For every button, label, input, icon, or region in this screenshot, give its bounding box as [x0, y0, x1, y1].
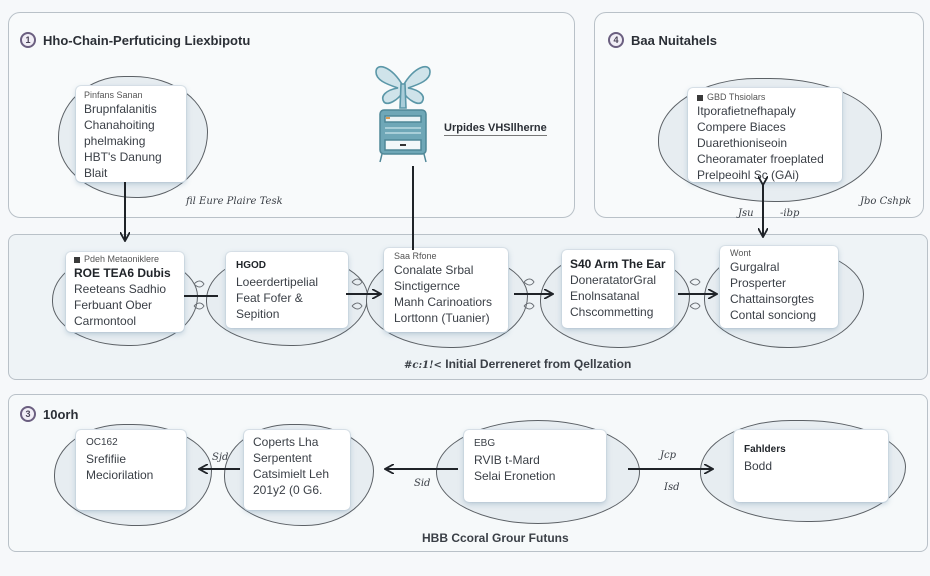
center-icon-label: Urpides VHSllherne — [444, 122, 547, 136]
arrow-note: Jsu — [738, 208, 754, 219]
card-head: Wont — [730, 248, 751, 258]
step-badge: 1 — [20, 32, 36, 48]
card-line: Chscommetting — [570, 305, 654, 319]
card-line: phelmaking — [84, 134, 146, 148]
panel-2-title-text: Baa Nuitahels — [631, 32, 717, 48]
panel-1-title-text: Hho-Chain-Perfuticing Liexbipotu — [43, 32, 251, 48]
card-line: HBT's Danung — [84, 150, 162, 164]
card-line: Contal sonciong — [730, 308, 817, 322]
card-head: Pdeh Metaoniklere — [74, 254, 176, 265]
card-line: S40 Arm The Ear — [570, 257, 666, 271]
card-line: Serpentent — [253, 451, 312, 465]
card-mid-1[interactable]: Pdeh Metaoniklere ROE TEA6 Dubis Reetean… — [66, 252, 184, 332]
card-line: 201y2 (0 G6. — [253, 483, 323, 497]
card-line: Duarethioniseoin — [697, 136, 788, 150]
card-line: Brupnfalanitis — [84, 102, 157, 116]
card-head: Pinfans Sanan — [84, 90, 143, 100]
card-line: Manh Carinoatiors — [394, 295, 493, 309]
card-line: OC162 — [86, 437, 118, 448]
card-line: Loeerdertipelial — [236, 275, 319, 289]
card-line: Fahlders — [744, 444, 786, 455]
card-line: Lorttonn (Tuanier) — [394, 311, 490, 325]
card-line: Prelpeoihl Sc (GAi) — [697, 168, 800, 182]
card-line: Conalate Srbal — [394, 263, 474, 277]
panel-3-title-text: 10orh — [43, 406, 79, 422]
caption-text: Initial Derreneret from Qellzation — [445, 357, 632, 371]
card-mid-4[interactable]: S40 Arm The Ear DoneratatorGral Enolnsat… — [562, 250, 674, 328]
card-line: Itporafietnefhapaly — [697, 104, 796, 118]
arrow-note: Sid — [414, 478, 431, 489]
card-line: RVIB t-Mard — [474, 453, 540, 467]
card-mid-5[interactable]: Wont Gurgalral Prosperter Chattainsorgte… — [720, 246, 838, 328]
card-panel-1[interactable]: Pinfans Sanan Brupnfalanitis Chanahoitin… — [76, 86, 186, 182]
step-badge: 4 — [608, 32, 624, 48]
card-line: Prosperter — [730, 276, 787, 290]
card-line: Sinctigernce — [394, 279, 461, 293]
card-line: Ferbuant Ober — [74, 298, 153, 312]
card-line: Enolnsatanal — [570, 289, 640, 303]
card-head: GBD Thsiolars — [697, 92, 833, 103]
card-line: Bodd — [744, 459, 773, 473]
card-line: Chanahoiting — [84, 118, 155, 132]
card-line: Sepition — [236, 307, 280, 321]
card-bot-4[interactable]: Fahlders Bodd — [734, 430, 888, 502]
card-panel-2[interactable]: GBD Thsiolars Itporafietnefhapaly Comper… — [688, 88, 842, 182]
card-line: Reeteans Sadhio — [74, 282, 167, 296]
card-bot-1[interactable]: OC162 Srefifiie Meciorilation — [76, 430, 186, 510]
arrow-note: Sjd — [212, 452, 229, 463]
band-middle-caption: #c:1!< Initial Derreneret from Qellzatio… — [404, 357, 631, 371]
card-line: Meciorilation — [86, 468, 154, 482]
card-bot-2[interactable]: Coperts Lha Serpentent Catsimielt Leh 20… — [244, 430, 350, 510]
handwritten-note: fil Eure Plaire Tesk — [186, 196, 283, 207]
card-line: Catsimielt Leh — [253, 467, 330, 481]
handwritten-note: Jbo Cshpk — [860, 196, 912, 207]
card-bot-3[interactable]: EBG RVIB t-Mard Selai Eronetion — [464, 430, 606, 502]
card-line: HGOD — [236, 260, 266, 271]
step-badge: 3 — [20, 406, 36, 422]
card-line: EBG — [474, 438, 496, 449]
card-line: DoneratatorGral — [570, 273, 657, 287]
panel-1-title: 1 Hho-Chain-Perfuticing Liexbipotu — [20, 32, 250, 48]
card-line: Feat Fofer & — [236, 291, 303, 305]
arrow-note: Isd — [664, 482, 680, 493]
panel-2-title: 4 Baa Nuitahels — [608, 32, 717, 48]
arrow-note: Jcp — [660, 450, 677, 461]
band-bottom-caption: HBB Ccoral Grour Futuns — [422, 531, 569, 545]
arrow-note: -ibp — [780, 208, 800, 219]
card-line: Selai Eronetion — [474, 469, 556, 483]
card-line: Srefifiie — [86, 452, 127, 466]
card-line: Carmontool — [74, 314, 137, 328]
card-line: Gurgalral — [730, 260, 780, 274]
card-line: Cheoramater froeplated — [697, 152, 824, 166]
card-line: Blait — [84, 166, 108, 180]
card-line: ROE TEA6 Dubis — [74, 266, 171, 280]
panel-3-title: 3 10orh — [20, 406, 78, 422]
card-mid-2[interactable]: HGOD Loeerdertipelial Feat Fofer & Sepit… — [226, 252, 348, 328]
card-head: Saa Rfone — [394, 251, 437, 261]
caption-prefix: #c:1!< — [404, 360, 442, 371]
card-line: Coperts Lha — [253, 435, 319, 449]
butterfly-server-icon — [372, 56, 434, 168]
card-line: Compere Biaces — [697, 120, 786, 134]
card-line: Chattainsorgtes — [730, 292, 815, 306]
card-mid-3[interactable]: Saa Rfone Conalate Srbal Sinctigernce Ma… — [384, 248, 508, 332]
